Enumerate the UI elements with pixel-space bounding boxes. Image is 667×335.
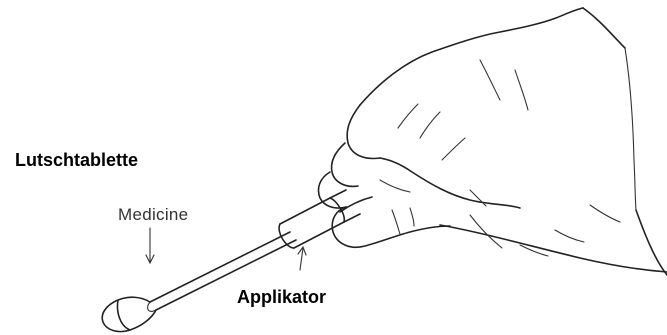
medicine-arrow xyxy=(146,228,154,263)
label-tablet: Lutschtablette xyxy=(15,150,138,171)
label-medicine: Medicine xyxy=(118,205,188,225)
label-applicator: Applikator xyxy=(237,287,326,308)
tablet-tip xyxy=(102,297,156,331)
hand-drawing xyxy=(318,8,667,275)
applicator-arrow xyxy=(298,247,306,270)
